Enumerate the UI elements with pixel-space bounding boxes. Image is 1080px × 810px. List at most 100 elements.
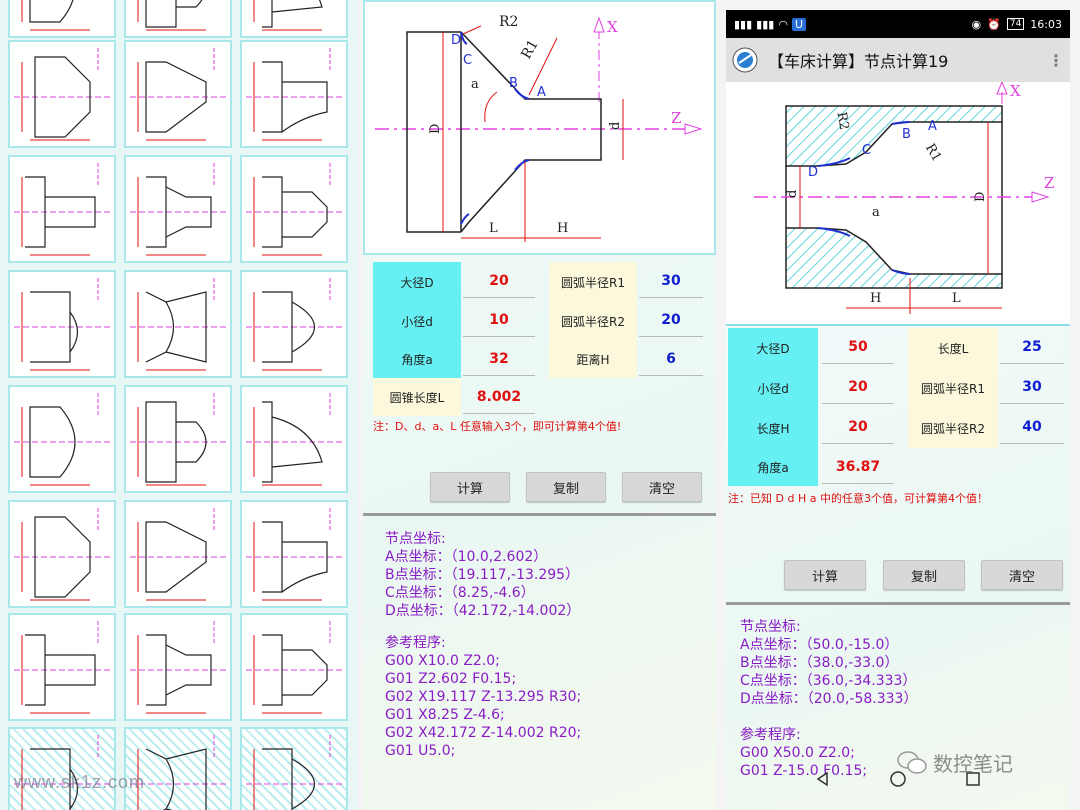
wechat-icon	[897, 750, 927, 774]
r1-label: R1	[518, 37, 542, 62]
drawing-thumbnail[interactable]	[124, 727, 232, 810]
drawing-thumbnail[interactable]	[8, 385, 116, 493]
angle-label: a	[872, 205, 880, 220]
section-divider	[363, 513, 716, 516]
program-line: G01 Z2.602 F0.15;	[385, 671, 517, 687]
point-a-label: A	[537, 85, 546, 100]
small-d-dim-label: d	[608, 122, 623, 130]
part-drawing: X Z R2 R1 A B C D a D d H L	[726, 80, 1070, 326]
drawing-thumbnail[interactable]	[124, 40, 232, 148]
input-distance-h[interactable]: 6	[639, 342, 703, 376]
signal-icon: ▮▮▮	[734, 17, 753, 31]
app-bar: 【车床计算】节点计算19 ⋮	[726, 38, 1070, 82]
drawing-thumbnail[interactable]	[240, 613, 348, 721]
program-title: 参考程序:	[385, 635, 446, 651]
point-b-label: B	[509, 76, 518, 91]
drawing-thumbnail[interactable]	[8, 613, 116, 721]
input-length-l[interactable]: 25	[1000, 330, 1064, 364]
small-d-dim-label: d	[785, 190, 800, 198]
input-angle[interactable]: 32	[463, 342, 535, 376]
copy-button[interactable]: 复制	[526, 472, 606, 502]
drawing-thumbnail[interactable]	[124, 0, 232, 38]
program-line: G00 X50.0 Z2.0;	[740, 745, 855, 761]
drawing-thumbnail[interactable]	[240, 727, 348, 810]
overflow-menu-icon[interactable]: ⋮	[1048, 50, 1064, 70]
label-angle: 角度a	[373, 340, 461, 378]
copy-button[interactable]: 复制	[883, 560, 965, 590]
wechat-watermark: 数控笔记	[897, 748, 1013, 777]
coord-d: D点坐标：（20.0,-58.333）	[740, 691, 918, 707]
label-length-l: 长度L	[908, 328, 998, 368]
input-big-d[interactable]: 20	[463, 264, 535, 298]
drawing-thumbnail[interactable]	[240, 0, 348, 38]
node-coords-title: 节点坐标:	[740, 619, 801, 635]
calculate-button[interactable]: 计算	[430, 472, 510, 502]
r2-label: R2	[833, 111, 851, 131]
drawing-thumbnail[interactable]	[8, 500, 116, 608]
drawing-thumbnail[interactable]	[240, 40, 348, 148]
recents-icon[interactable]	[965, 771, 981, 787]
point-b-label: B	[902, 127, 911, 142]
app-title: 【车床计算】节点计算19	[768, 52, 949, 71]
input-big-d[interactable]: 50	[822, 330, 894, 364]
input-length-h[interactable]: 20	[822, 410, 894, 444]
clear-button[interactable]: 清空	[622, 472, 702, 502]
hint-note: 注：已知 D d H a 中的任意3个值，可计算第4个值！	[728, 492, 988, 505]
label-angle: 角度a	[728, 448, 818, 486]
label-big-d: 大径D	[728, 328, 818, 368]
drawing-thumbnail[interactable]	[124, 385, 232, 493]
angle-label: a	[471, 77, 479, 92]
drawing-thumbnail[interactable]	[240, 500, 348, 608]
drawing-thumbnail[interactable]	[8, 270, 116, 378]
drawing-thumbnail[interactable]	[240, 385, 348, 493]
notification-icon: U	[791, 17, 807, 31]
label-big-d: 大径D	[373, 262, 461, 302]
drawing-thumbnail[interactable]	[240, 270, 348, 378]
input-cone-length[interactable]: 8.002	[463, 380, 535, 414]
drawing-thumbnail[interactable]	[124, 155, 232, 263]
back-icon[interactable]	[815, 771, 831, 787]
coord-a: A点坐标：（10.0,2.602）	[385, 549, 548, 565]
l-dim-label: L	[489, 221, 498, 236]
label-cone-length: 圆锥长度L	[373, 378, 461, 416]
drawing-thumbnail[interactable]	[8, 727, 116, 810]
label-length-h: 长度H	[728, 408, 818, 448]
clock: 16:03	[1030, 17, 1062, 31]
input-r2[interactable]: 40	[1000, 410, 1064, 444]
drawing-thumbnail[interactable]	[8, 40, 116, 148]
drawing-thumbnail[interactable]	[240, 155, 348, 263]
input-r1[interactable]: 30	[639, 264, 703, 298]
drawing-thumbnail[interactable]	[8, 0, 116, 38]
calculate-button[interactable]: 计算	[784, 560, 866, 590]
label-small-d: 小径d	[728, 368, 818, 408]
h-dim-label: H	[870, 291, 881, 306]
x-axis-label: X	[607, 18, 618, 36]
program-line: G02 X19.117 Z-13.295 R30;	[385, 689, 582, 705]
input-small-d[interactable]: 20	[822, 370, 894, 404]
drawing-thumbnail[interactable]	[124, 500, 232, 608]
big-d-dim-label: D	[973, 192, 988, 202]
point-a-label: A	[928, 119, 937, 134]
app-logo-icon	[732, 47, 758, 73]
drawing-thumbnail[interactable]	[8, 155, 116, 263]
input-small-d[interactable]: 10	[463, 303, 535, 337]
coord-d: D点坐标：（42.172,-14.002）	[385, 603, 581, 619]
label-r2: 圆弧半径R2	[549, 302, 637, 340]
clear-button[interactable]: 清空	[981, 560, 1063, 590]
label-r2: 圆弧半径R2	[908, 408, 998, 448]
label-r1: 圆弧半径R1	[908, 368, 998, 408]
alarm-icon: ⏰	[987, 17, 1001, 31]
input-r1[interactable]: 30	[1000, 370, 1064, 404]
drawing-thumbnail[interactable]	[124, 270, 232, 378]
drawing-thumbnail[interactable]	[124, 613, 232, 721]
input-angle[interactable]: 36.87	[822, 450, 894, 484]
hint-note: 注：D、d、a、L 任意输入3个，即可计算第4个值!	[373, 420, 622, 433]
calculator-screen-left: X Z R2 R1 A B C D a	[363, 0, 716, 810]
home-icon[interactable]	[889, 770, 907, 788]
part-drawing: X Z R2 R1 A B C D a	[363, 0, 716, 255]
coord-c: C点坐标：（36.0,-34.333）	[740, 673, 917, 689]
site-watermark: www.sk1z.com	[14, 772, 146, 792]
program-line: G01 Z-15.0 F0.15;	[740, 763, 868, 779]
input-r2[interactable]: 20	[639, 303, 703, 337]
